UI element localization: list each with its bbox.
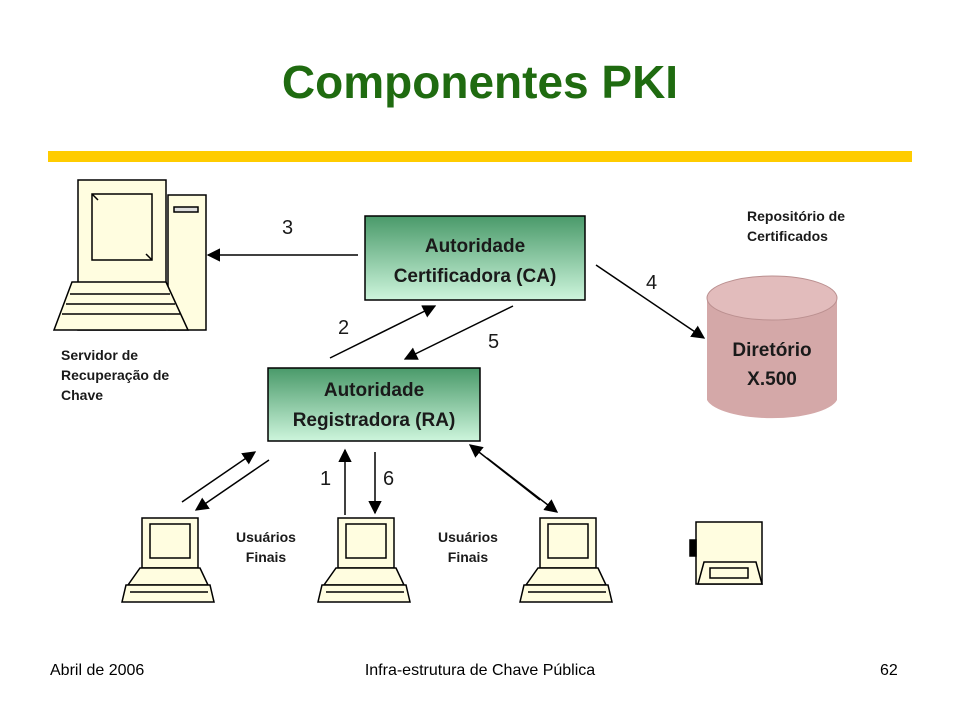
server-computer-icon [52,179,207,331]
step-4-label: 4 [646,272,658,294]
arrow-user-left-down [194,459,270,511]
arrow-5 [403,305,514,360]
footer-course: Infra-estrutura de Chave Pública [364,662,596,679]
arrow-2 [329,305,437,359]
arrow-4 [595,264,706,339]
step-2-label: 2 [338,317,350,339]
step-3-label: 3 [282,217,294,239]
step-6-label: 6 [383,468,395,490]
directory-label-line2: X.500 [747,369,797,390]
footer-page-number: 62 [880,662,898,679]
workstation-icon [121,517,215,603]
arrow-user-left-up [181,451,257,503]
ca-label-line2: Certificadora (CA) [394,266,557,287]
directory-cylinder: Diretório X.500 [706,275,838,419]
arrow-user-right-down [486,457,559,513]
recovery-server-label: Servidor de Recuperação de Chave [61,347,170,403]
footer-date: Abril de 2006 [50,662,145,679]
workstation-icon [519,517,613,603]
page-title: Componentes PKI [281,56,679,108]
ra-label-line1: Autoridade [324,380,424,401]
ra-label-line2: Registradora (RA) [293,410,456,431]
end-users-left-label: Usuários Finais [236,529,296,565]
ra-box: Autoridade Registradora (RA) [267,367,481,442]
workstation-icon [317,517,411,603]
repository-label: Repositório de Certificados [747,208,846,244]
step-1-label: 1 [320,468,332,490]
title-rule [48,151,912,162]
directory-label-line1: Diretório [732,340,811,361]
ca-box: Autoridade Certificadora (CA) [364,215,586,301]
printer-icon [689,521,763,585]
ca-label-line1: Autoridade [425,236,525,257]
step-5-label: 5 [488,331,500,353]
end-users-right-label: Usuários Finais [438,529,498,565]
